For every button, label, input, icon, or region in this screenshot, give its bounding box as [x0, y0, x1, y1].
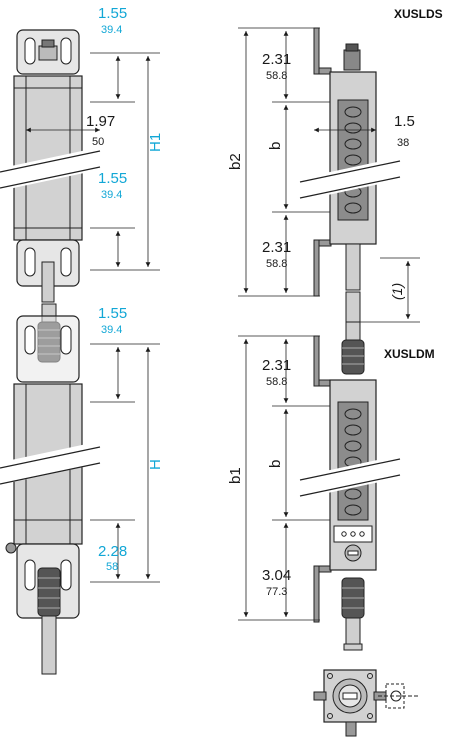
dim-top-mm: 39.4 [101, 324, 122, 336]
cable [345, 243, 361, 291]
model-label-xuslds: XUSLDS [394, 7, 443, 21]
dim-top-mm: 58.8 [266, 376, 287, 388]
height-label-h: H [147, 459, 164, 470]
dim-bottom-in: 1.55 [98, 170, 127, 187]
dim-bottom-in: 2.28 [98, 543, 127, 560]
right-bottom-sensor-view: XUSLDM [227, 321, 435, 651]
total-label-b2: b2 [227, 153, 244, 170]
dim-bottom-mm: 77.3 [266, 586, 287, 598]
dim-top-in: 1.55 [98, 305, 127, 322]
left-top-sensor-view: 1.55 39.4 1.97 50 1.55 39.4 H1 [0, 5, 164, 303]
cable [345, 617, 361, 645]
dim-top-mm: 39.4 [101, 24, 122, 36]
dim-top-mm: 58.8 [266, 70, 287, 82]
dim-top-in: 2.31 [262, 51, 291, 68]
height-label-h1: H1 [147, 133, 164, 152]
dim-bottom-in: 3.04 [262, 567, 291, 584]
sensor-top-view [313, 669, 420, 737]
cable [41, 261, 55, 303]
total-label-b1: b1 [227, 467, 244, 484]
dim-bottom-mm: 58.8 [266, 258, 287, 270]
model-label-xusldm: XUSLDM [384, 347, 435, 361]
right-top-sensor-view: XUSLDS [227, 7, 443, 323]
length-label-b: b [267, 460, 284, 468]
dim-depth-mm: 38 [397, 137, 409, 149]
dim-bottom-mm: 58 [106, 561, 118, 573]
dim-top-in: 1.55 [98, 5, 127, 22]
dim-bottom-in: 2.31 [262, 239, 291, 256]
left-bottom-sensor-view: 1.55 39.4 2.28 58 H [0, 303, 164, 675]
dim-width-mm: 50 [92, 136, 104, 148]
length-label-b: b [267, 142, 284, 150]
dim-width-in: 1.97 [86, 113, 115, 130]
led-indicator-panel [333, 525, 373, 543]
dim-top-in: 2.31 [262, 357, 291, 374]
detection-window [337, 401, 369, 521]
cable [41, 615, 57, 675]
cable-note: (1) [389, 283, 405, 300]
dim-bottom-mm: 39.4 [101, 189, 122, 201]
dim-depth-in: 1.5 [394, 113, 415, 130]
detection-window [337, 99, 369, 221]
